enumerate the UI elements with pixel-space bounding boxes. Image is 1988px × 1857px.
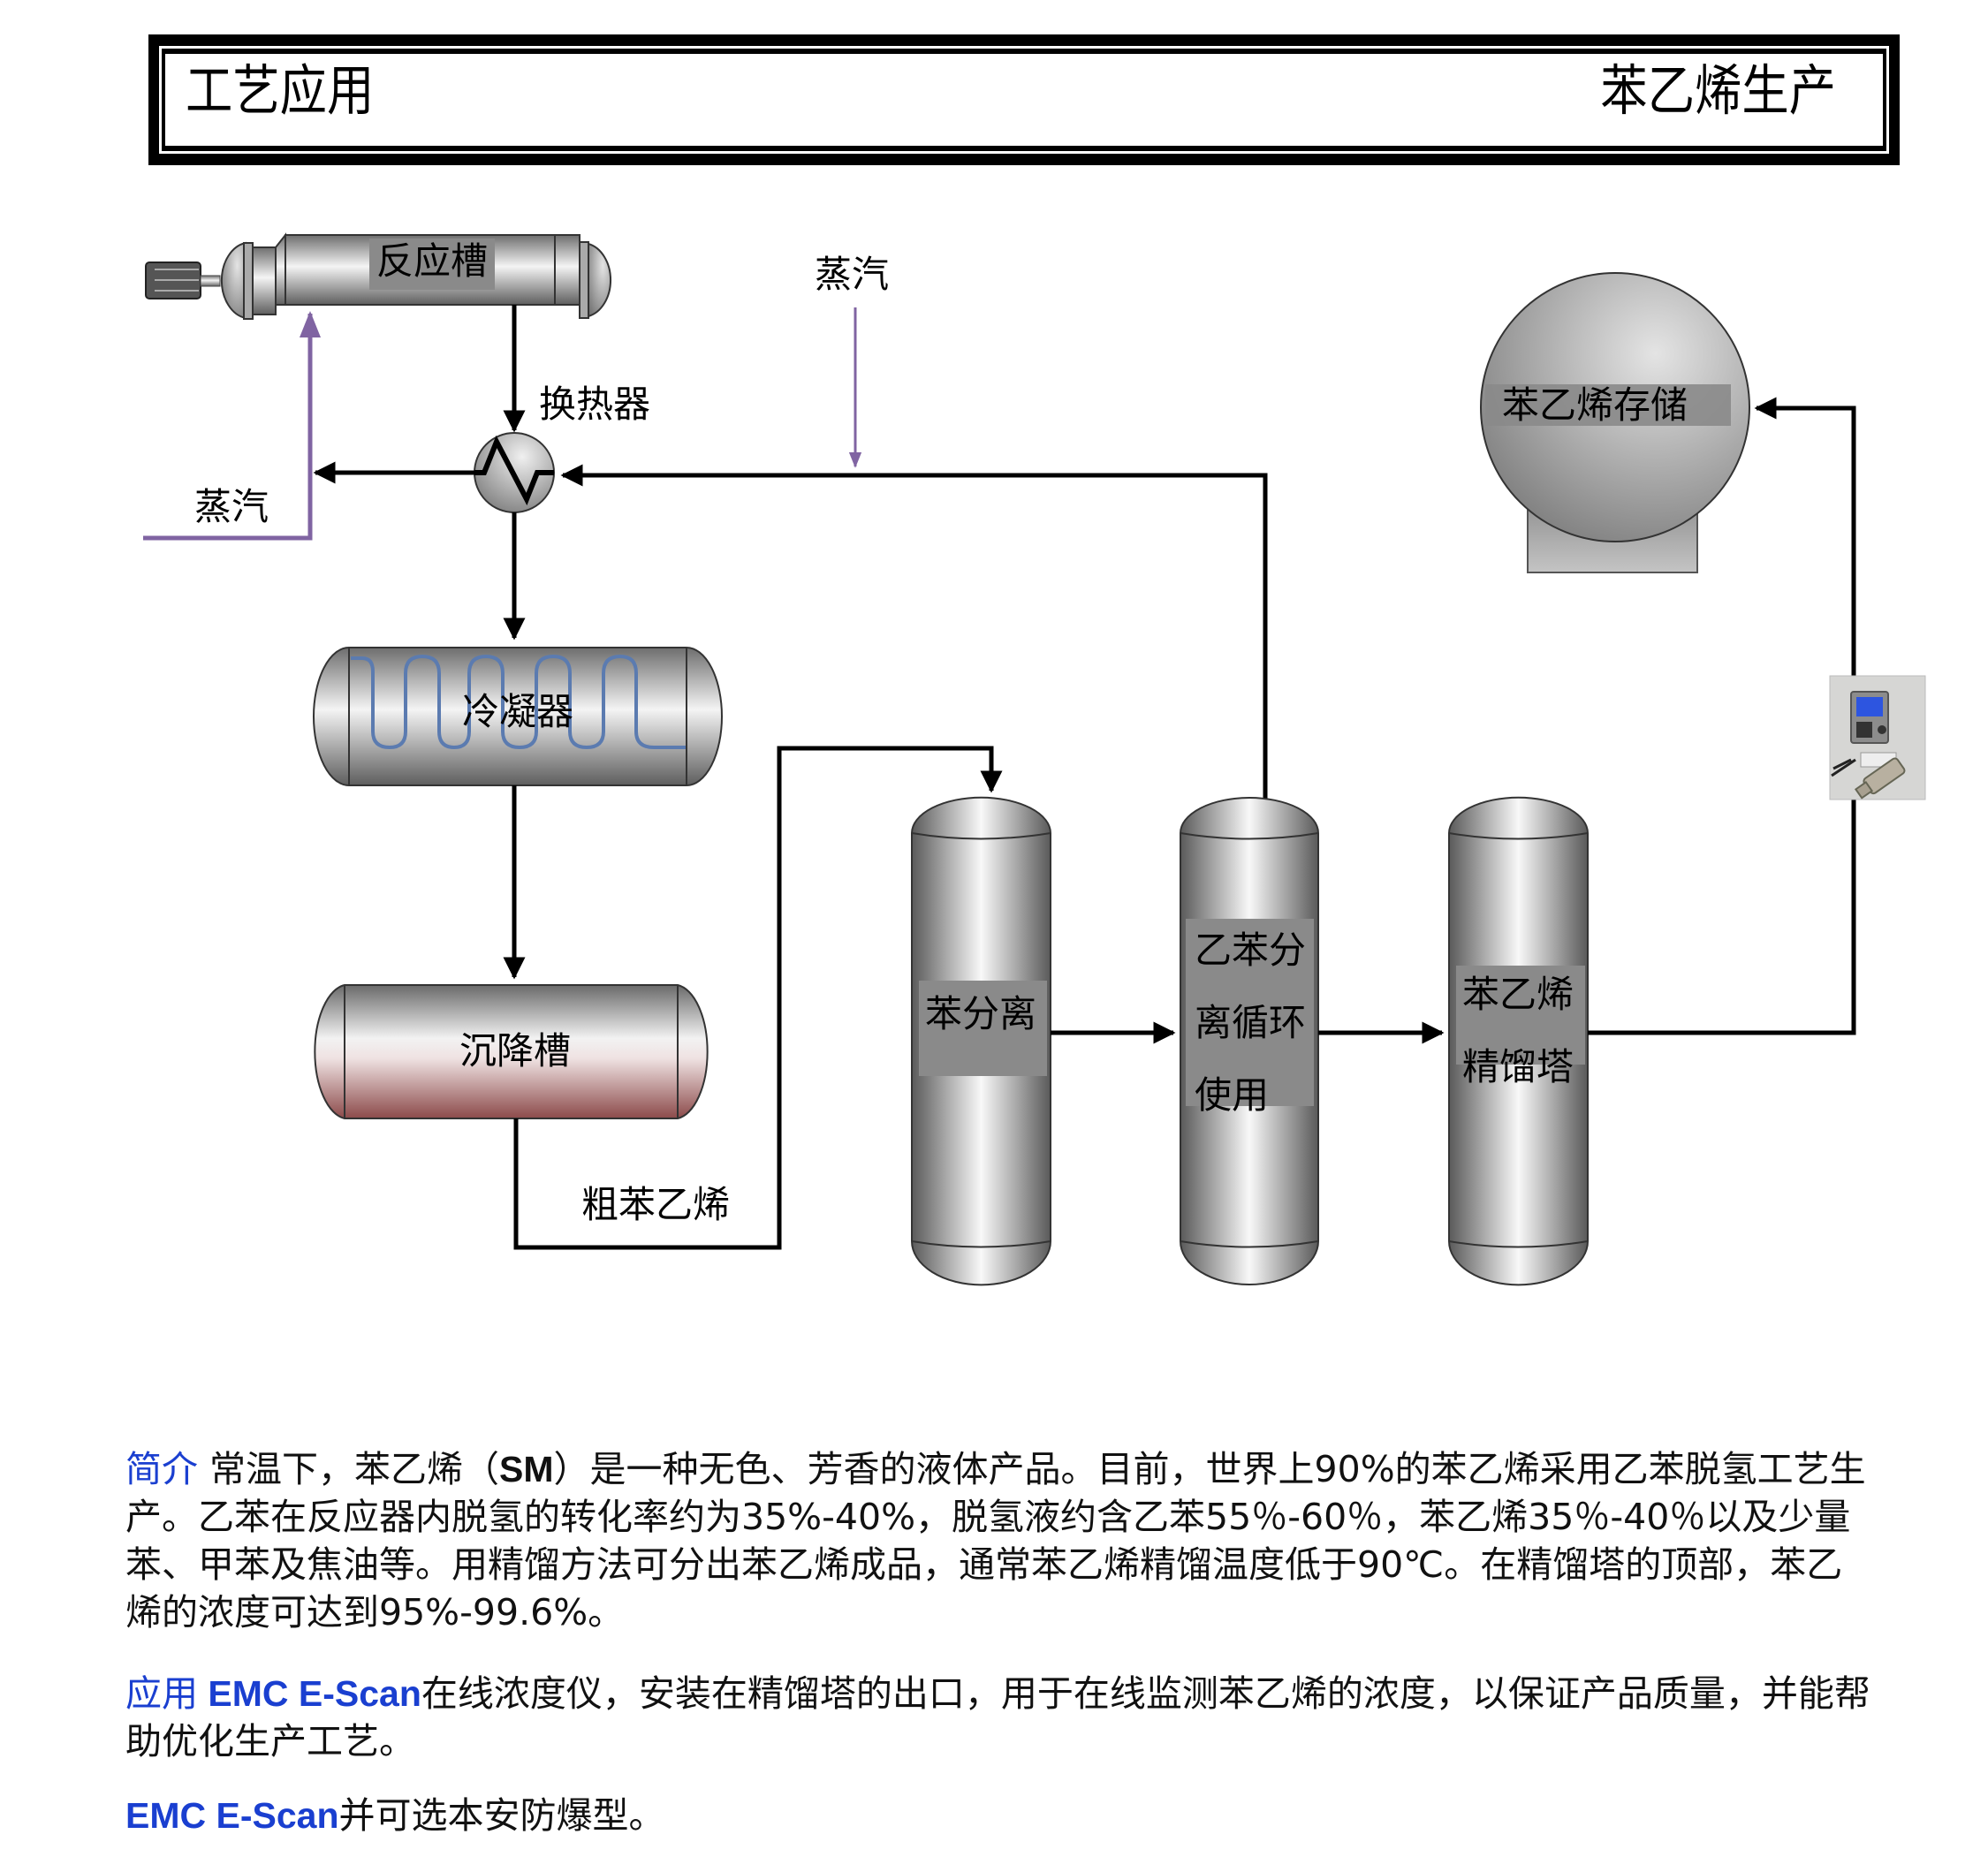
analyzer-device [1829,675,1926,800]
benzene-column: 苯分离 [911,796,1051,1286]
header-right-title: 苯乙烯生产 [1600,58,1836,123]
settling-tank-label: 沉降槽 [459,1029,571,1073]
application-text: 在线浓度仪，安装在精馏塔的出口，用于在线监测苯乙烯的浓度，以保证产品质量，并能帮… [125,1672,1870,1762]
benzene-column-label: 苯分离 [925,992,1036,1035]
condenser: 冷凝器 [313,647,723,786]
recycle-line [560,464,1268,808]
condenser-coil-icon [351,654,686,750]
note-paragraph: EMC E-Scan并可选本安防爆型。 [125,1792,1875,1839]
steam-label-left: 蒸汽 [194,485,269,528]
header-inner: 工艺应用 苯乙烯生产 [159,46,1889,154]
ethylbenzene-column: 乙苯分 离循环 使用 [1180,797,1319,1285]
process-flow-diagram: 反应槽 换热器 蒸汽 蒸汽 冷凝器 沉降槽 粗苯乙烯 [143,232,1926,1286]
intro-paragraph: 简介 常温下，苯乙烯（SM）是一种无色、芳香的液体产品。目前，世界上90%的苯乙… [125,1445,1875,1636]
storage-tank: 苯乙烯存储 [1480,272,1750,573]
crude-styrene-line [513,746,1003,1250]
intro-sm: SM [499,1449,554,1489]
application-product: EMC E-Scan [198,1673,421,1714]
note-text: 并可选本安防爆型。 [338,1794,665,1837]
analyzer-probe-icon [1854,757,1906,800]
heat-exchanger [474,432,555,513]
crude-styrene-label: 粗苯乙烯 [581,1183,730,1226]
application-label: 应用 [125,1672,198,1715]
styrene-column: 苯乙烯 精馏塔 [1448,796,1589,1286]
condenser-label: 冷凝器 [462,690,573,733]
settling-tank: 沉降槽 [314,984,709,1119]
styrene-column-label-line2: 精馏塔 [1462,1045,1574,1088]
ethylbenzene-column-label-line2: 离循环 [1195,1001,1306,1044]
storage-tank-label: 苯乙烯存储 [1502,383,1688,427]
heat-exchanger-label: 换热器 [539,383,650,426]
ethylbenzene-column-label-line1: 乙苯分 [1195,928,1306,972]
application-paragraph: 应用 EMC E-Scan在线浓度仪，安装在精馏塔的出口，用于在线监测苯乙烯的浓… [125,1670,1875,1765]
intro-text-2: ）是一种无色、芳香的液体产品。目前，世界上90%的苯乙烯采用乙苯脱氢工艺生产。乙… [125,1448,1866,1633]
reactor-label-box [369,239,495,290]
header-border [162,49,1886,151]
header-left-title: 工艺应用 [186,58,375,123]
ethylbenzene-column-label-line3: 使用 [1195,1073,1269,1117]
intro-label: 简介 [125,1448,198,1490]
header-frame: 工艺应用 苯乙烯生产 [148,34,1900,165]
steam-label-top: 蒸汽 [815,253,889,296]
styrene-column-label-line1: 苯乙烯 [1462,973,1574,1016]
intro-text-1: 常温下，苯乙烯（ [198,1448,500,1490]
reactor-label: 反应槽 [376,239,488,283]
steam-line-left [143,311,321,541]
heat-exchanger-coil-icon [474,435,554,506]
note-product: EMC E-Scan [125,1795,339,1836]
reactor: 反应槽 [145,232,612,320]
analyzer-screen-icon [1856,697,1883,716]
